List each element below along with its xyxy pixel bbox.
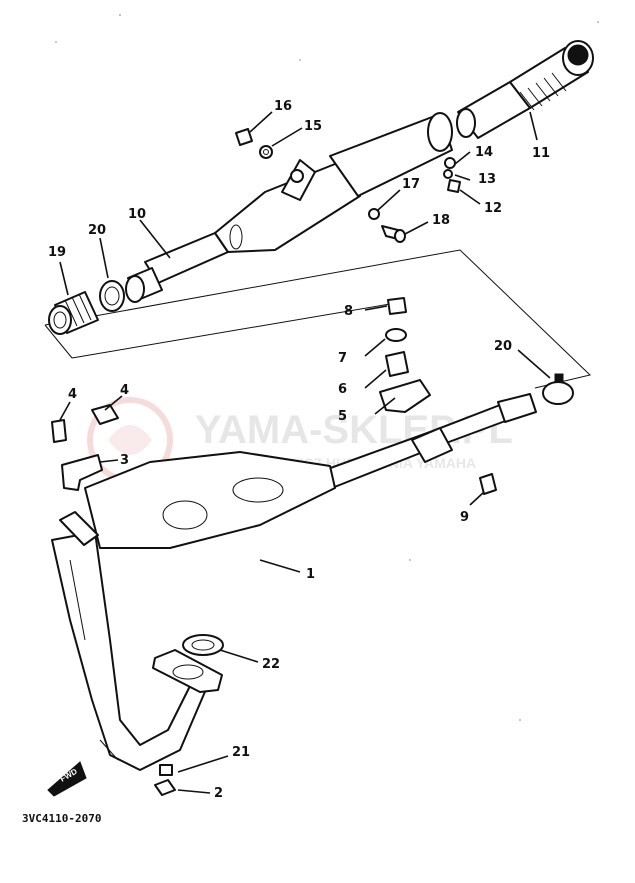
stud-bolt [159, 764, 173, 776]
callout-9: 9 [460, 510, 469, 525]
exhaust-header-pipe [51, 393, 537, 771]
callout-21: 21 [232, 745, 250, 760]
callout-13: 13 [478, 172, 496, 187]
silencer-joint [48, 267, 163, 335]
muffler-group-frame [44, 249, 592, 389]
callout-22: 22 [262, 657, 280, 672]
bolt-8 [387, 297, 407, 315]
clamp-lower [542, 381, 574, 405]
bolt-4b [91, 404, 119, 425]
callout-18: 18 [432, 213, 450, 228]
diagram-code: 3VC4110-2070 [22, 812, 101, 825]
upper-hardware [235, 128, 461, 243]
callout-16: 16 [274, 99, 292, 114]
callout-5: 5 [338, 409, 347, 424]
fwd-marker: FWD [47, 761, 87, 797]
callout-19: 19 [48, 245, 66, 260]
stay-bracket-3 [61, 454, 103, 491]
callout-2: 2 [214, 786, 223, 801]
callout-10: 10 [128, 207, 146, 222]
callout-14: 14 [475, 145, 493, 160]
callout-4b: 4 [120, 383, 129, 398]
washer [385, 328, 407, 342]
flange-nut [154, 779, 176, 796]
callout-17: 17 [402, 177, 420, 192]
callout-1: 1 [306, 567, 315, 582]
callout-4a: 4 [68, 387, 77, 402]
callout-6: 6 [338, 382, 347, 397]
leader-lines [59, 111, 551, 794]
scan-specks [55, 14, 599, 721]
callout-8: 8 [344, 304, 353, 319]
callout-20-lower: 20 [494, 339, 512, 354]
bolt-9 [479, 473, 497, 495]
exhaust-gasket [182, 634, 224, 656]
bolt-4a [51, 419, 67, 443]
callout-3: 3 [120, 453, 129, 468]
callout-12: 12 [484, 201, 502, 216]
callout-20-upper: 20 [88, 223, 106, 238]
callout-11: 11 [532, 146, 550, 161]
damper [385, 351, 409, 377]
callout-7: 7 [338, 351, 347, 366]
tail-end-cap [456, 40, 594, 139]
callout-numbers: 1 2 3 4 4 5 6 7 8 9 10 11 12 13 14 15 16… [48, 99, 550, 801]
callout-15: 15 [304, 119, 322, 134]
silencer-assembly [144, 112, 453, 284]
